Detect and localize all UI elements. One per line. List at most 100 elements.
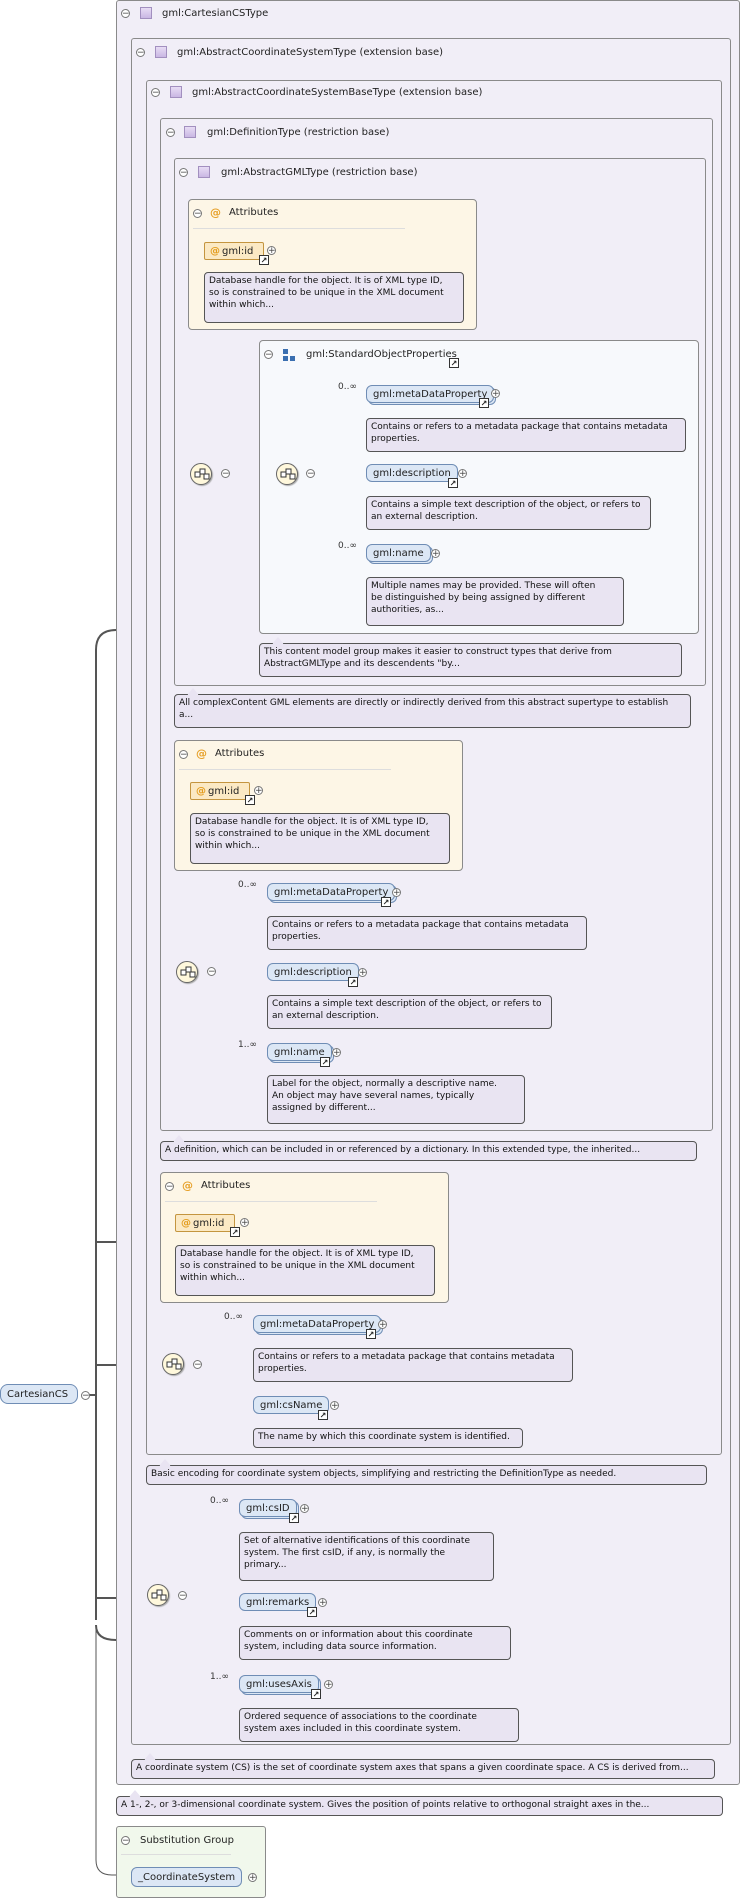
expand-icon[interactable]: + [324,1680,333,1690]
doc-line: primary... [244,1560,287,1570]
reference-arrow-icon[interactable]: ↗ [448,478,458,488]
sequence-compositor-icon[interactable] [176,961,198,983]
sequence-compositor-icon[interactable] [190,463,212,485]
element-label: gml:description [274,967,352,978]
collapse-icon[interactable]: − [193,1360,202,1370]
expand-icon[interactable]: + [318,1598,327,1608]
collapse-icon[interactable]: − [193,209,202,219]
reference-arrow-icon[interactable]: ↗ [289,1513,299,1523]
collapse-icon[interactable]: − [121,1836,130,1846]
collapse-icon[interactable]: − [166,128,175,138]
collapse-icon[interactable]: − [151,88,160,98]
collapse-icon[interactable]: − [165,1182,174,1192]
reference-arrow-icon[interactable]: ↗ [318,1410,328,1420]
collapse-icon[interactable]: − [306,469,315,479]
expand-icon[interactable]: + [267,246,276,256]
expand-icon[interactable]: + [332,1048,341,1058]
reference-arrow-icon[interactable]: ↗ [245,795,255,805]
reference-arrow-icon[interactable]: ↗ [479,398,489,408]
element-label: gml:csName [260,1400,323,1411]
reference-arrow-icon[interactable]: ↗ [320,1057,330,1067]
reference-arrow-icon[interactable]: ↗ [311,1689,321,1699]
reference-arrow-icon[interactable]: ↗ [366,1329,376,1339]
reference-arrow-icon[interactable]: ↗ [381,897,391,907]
element-metadataproperty[interactable]: gml:metaDataProperty [267,883,396,901]
doc-line: an external description. [371,512,478,522]
doc-line: Contains or refers to a metadata package… [371,422,668,432]
collapse-icon[interactable]: − [136,48,145,58]
sequence-compositor-icon[interactable] [276,463,298,485]
occurrence-label: 0..∞ [224,1312,243,1322]
element-description[interactable]: gml:description [366,464,458,482]
element-doc: Contains a simple text description of th… [267,995,552,1029]
expand-icon[interactable]: + [378,1320,387,1330]
collapse-icon[interactable]: − [178,1591,187,1601]
element-doc: Label for the object, normally a descrip… [267,1075,525,1124]
collapse-icon[interactable]: − [179,168,188,178]
collapse-icon[interactable]: − [207,967,216,977]
collapse-icon[interactable]: − [121,9,130,19]
complex-type-icon [155,46,167,58]
collapse-icon[interactable]: − [221,469,230,479]
element-metadataproperty[interactable]: gml:metaDataProperty [253,1315,382,1333]
expand-icon[interactable]: + [491,389,500,399]
doc-line: so is constrained to be unique in the XM… [195,829,430,839]
element-csid[interactable]: gml:csID [239,1499,297,1517]
doc-line: A 1-, 2-, or 3-dimensional coordinate sy… [121,1800,650,1810]
reference-arrow-icon[interactable]: ↗ [230,1227,240,1237]
occurrence-label: 1..∞ [238,1040,257,1050]
sequence-compositor-icon[interactable] [147,1584,169,1606]
doc-line: an external description. [272,1011,379,1021]
element-csname[interactable]: gml:csName [253,1396,330,1414]
attribute-doc: Database handle for the object. It is of… [204,272,464,323]
group-title: gml:StandardObjectProperties [306,349,457,360]
expand-icon[interactable]: + [358,968,367,978]
doc-line: be distinguished by being assigned by di… [371,593,586,603]
collapse-icon[interactable]: − [81,1391,90,1401]
expand-icon[interactable]: + [458,469,467,479]
collapse-icon[interactable]: − [179,750,188,760]
substitution-group-title: Substitution Group [140,1835,234,1846]
at-sign-icon: @ [210,206,221,219]
reference-arrow-icon[interactable]: ↗ [307,1607,317,1617]
element-name[interactable]: gml:name [267,1043,332,1061]
at-sign-icon: @ [182,1179,193,1192]
doc-line: authorities, as... [371,605,444,615]
element-description[interactable]: gml:description [267,963,359,981]
complex-type-icon [170,86,182,98]
doc-line: A coordinate system (CS) is the set of c… [136,1763,689,1773]
element-usesaxis[interactable]: gml:usesAxis [239,1675,319,1693]
expand-icon[interactable]: + [431,549,440,559]
doc-line: a... [179,710,194,720]
element-doc: Contains or refers to a metadata package… [253,1348,573,1382]
doc-line: Contains a simple text description of th… [371,500,641,510]
type-title: gml:AbstractCoordinateSystemBaseType (ex… [192,87,483,98]
element-coordinatesystem[interactable]: _CoordinateSystem [131,1867,243,1887]
doc-line: within which... [195,841,260,851]
reference-arrow-icon[interactable]: ↗ [259,255,269,265]
doc-line: Database handle for the object. It is of… [209,276,443,286]
attributes-underline [193,228,405,229]
element-metadataproperty[interactable]: gml:metaDataProperty [366,385,495,403]
element-remarks[interactable]: gml:remarks [239,1593,317,1611]
expand-icon[interactable]: + [254,786,263,796]
element-name[interactable]: gml:name [366,544,431,562]
expand-icon[interactable]: + [248,1873,257,1883]
attribute-gml-id[interactable]: @ gml:id [190,782,250,800]
reference-arrow-icon[interactable]: ↗ [449,358,459,368]
reference-arrow-icon[interactable]: ↗ [348,977,358,987]
attribute-gml-id[interactable]: @ gml:id [204,242,264,260]
expand-icon[interactable]: + [300,1504,309,1514]
element-doc: Comments on or information about this co… [239,1626,511,1660]
attribute-gml-id[interactable]: @ gml:id [175,1214,235,1232]
element-label: gml:name [274,1047,325,1058]
doc-line: Label for the object, normally a descrip… [272,1079,497,1089]
expand-icon[interactable]: + [392,888,401,898]
type-doc: A definition, which can be included in o… [160,1141,697,1161]
expand-icon[interactable]: + [240,1218,249,1228]
sequence-compositor-icon[interactable] [162,1353,184,1375]
root-element-cartesiancs[interactable]: CartesianCS [0,1384,78,1404]
expand-icon[interactable]: + [330,1401,339,1411]
collapse-icon[interactable]: − [264,350,273,360]
occurrence-label: 1..∞ [210,1672,229,1682]
